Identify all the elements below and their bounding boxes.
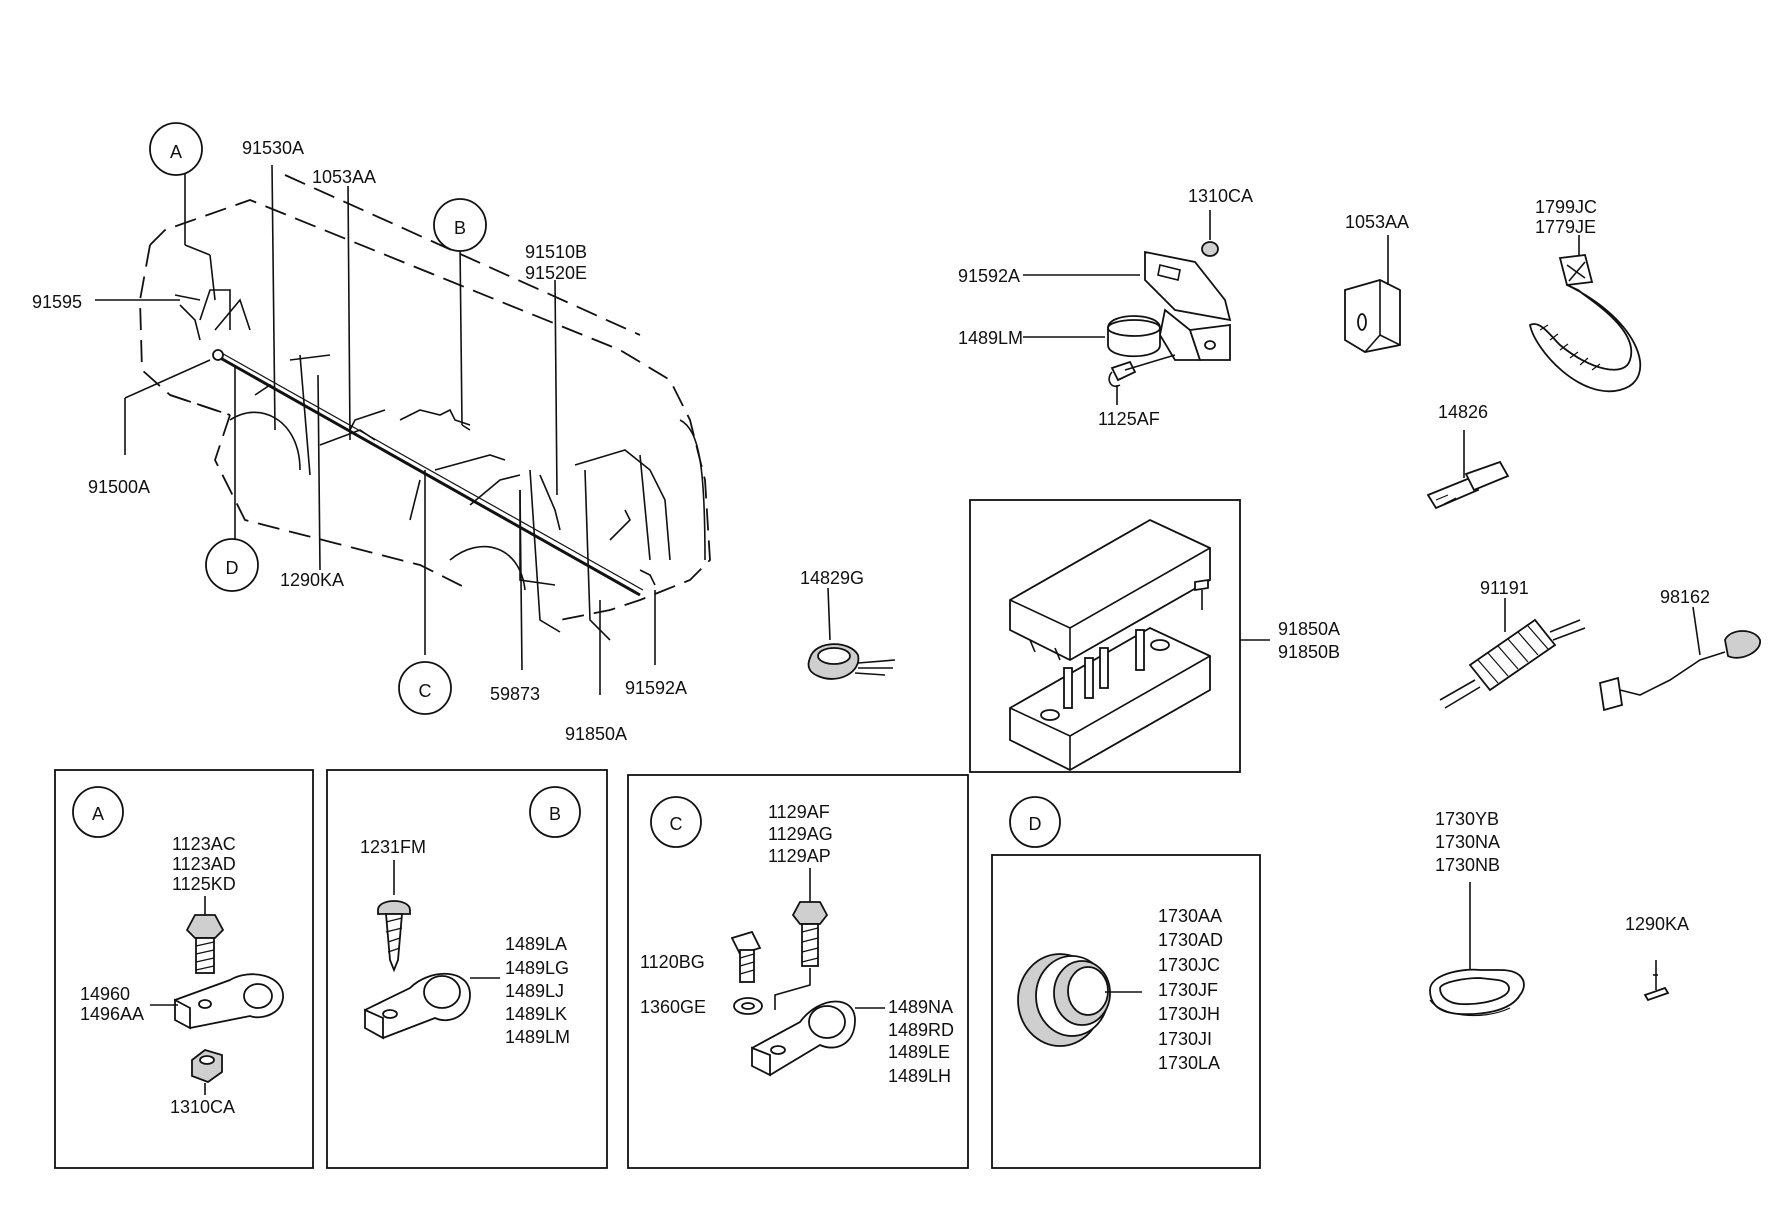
label-1129ap: 1129AP: [768, 846, 831, 866]
label-91592a-main: 91592A: [625, 678, 687, 698]
label-1730aa: 1730AA: [1158, 906, 1222, 926]
label-91595: 91595: [32, 292, 82, 312]
callout-c: [398, 661, 452, 715]
label-1730nb: 1730NB: [1435, 855, 1500, 875]
label-1290ka-part: 1290KA: [1625, 914, 1689, 934]
fuse-box: [1009, 518, 1211, 772]
label-98162: 98162: [1660, 587, 1710, 607]
cable-tie: [1528, 235, 1642, 393]
callout-a-label: A: [170, 142, 182, 162]
label-1053aa-part: 1053AA: [1345, 212, 1409, 232]
sensor-lead-98162: [1598, 606, 1761, 712]
callout-circles-main: A B D C: [149, 122, 487, 715]
inset-b: B 1231FM 1489LA 1489LG 1489LJ 1489LK 148…: [326, 769, 608, 1169]
label-91850a-fusebox: 91850A: [1278, 619, 1340, 639]
label-91191: 91191: [1480, 578, 1529, 598]
label-1730jh: 1730JH: [1158, 1004, 1220, 1024]
label-1489le: 1489LE: [888, 1042, 950, 1062]
inset-d: D 1730AA 1730AD 1730JC 1730JF 1730JH 173…: [991, 796, 1261, 1169]
label-1489na: 1489NA: [888, 997, 953, 1017]
inset-c: C 1129AF 1129AG 1129AP 1120BG 1360GE 148…: [627, 774, 969, 1169]
label-1496aa: 1496AA: [80, 1004, 144, 1024]
label-14829g: 14829G: [800, 568, 864, 588]
label-1489lg: 1489LG: [505, 958, 569, 978]
label-1730ad: 1730AD: [1158, 930, 1223, 950]
label-1360ge: 1360GE: [640, 997, 706, 1017]
connector-14829g: [807, 587, 896, 680]
label-91850b-fusebox: 91850B: [1278, 642, 1340, 662]
callout-d: [205, 538, 259, 592]
label-91530a: 91530A: [242, 138, 304, 158]
label-1489la: 1489LA: [505, 934, 567, 954]
label-1730yb: 1730YB: [1435, 809, 1499, 829]
screw-1290ka: [1643, 960, 1670, 1002]
label-1290ka: 1290KA: [280, 570, 344, 590]
label-1231fm: 1231FM: [360, 837, 426, 857]
label-91850a-main: 91850A: [565, 724, 627, 744]
small-bracket-1053aa: [1344, 235, 1401, 353]
inset-c-circle-label: C: [670, 814, 683, 834]
seal-1730yb: [1429, 882, 1525, 1017]
inset-b-circle-label: B: [549, 804, 561, 824]
inline-connector-14826: [1426, 430, 1510, 510]
label-1489lm-inset: 1489LM: [505, 1027, 570, 1047]
bracket-assembly: [1023, 210, 1232, 405]
inset-a: A 1123AC 1123AD 1125KD 14960 1496AA 1310…: [54, 769, 314, 1169]
leader-lines-main: [95, 164, 656, 695]
label-1730la: 1730LA: [1158, 1053, 1220, 1073]
label-14826: 14826: [1438, 402, 1488, 422]
label-91510b: 91510B: [525, 242, 587, 262]
label-1129af: 1129AF: [768, 802, 830, 822]
label-1053aa: 1053AA: [312, 167, 376, 187]
label-1730jc: 1730JC: [1158, 955, 1220, 975]
label-1730na: 1730NA: [1435, 832, 1500, 852]
label-1125af-bracket: 1125AF: [1098, 409, 1160, 429]
label-1489rd: 1489RD: [888, 1020, 954, 1040]
callout-b: [433, 198, 487, 252]
callout-a: [149, 122, 203, 176]
label-1120bg: 1120BG: [640, 952, 705, 972]
label-1489lh: 1489LH: [888, 1066, 951, 1086]
label-1125kd: 1125KD: [172, 874, 236, 894]
vehicle-body: [139, 174, 711, 641]
label-1310ca-bracket: 1310CA: [1188, 186, 1253, 206]
label-91520e: 91520E: [525, 263, 587, 283]
fuse-box-frame: [969, 499, 1270, 773]
label-1489lm-bracket: 1489LM: [958, 328, 1023, 348]
label-1123ac: 1123AC: [172, 834, 236, 854]
label-1779je: 1779JE: [1535, 217, 1596, 237]
label-14960: 14960: [80, 984, 130, 1004]
inset-a-circle-label: A: [92, 804, 104, 824]
inset-d-circle-label: D: [1029, 814, 1042, 834]
label-1489lk: 1489LK: [505, 1004, 567, 1024]
label-1310ca-inset: 1310CA: [170, 1097, 235, 1117]
label-91592a-bracket: 91592A: [958, 266, 1020, 286]
main-labels: 91595 91530A 1053AA 91510B 91520E 91500A…: [32, 138, 687, 744]
label-1799jc: 1799JC: [1535, 197, 1597, 217]
callout-c-label: C: [419, 681, 432, 701]
callout-d-label: D: [226, 558, 239, 578]
label-1730ji: 1730JI: [1158, 1029, 1212, 1049]
wiring-harness: [174, 289, 656, 597]
label-1123ad: 1123AD: [172, 854, 236, 874]
label-1489lj: 1489LJ: [505, 981, 564, 1001]
protector-spring-91191: [1439, 598, 1586, 709]
label-1730jf: 1730JF: [1158, 980, 1218, 1000]
label-1129ag: 1129AG: [768, 824, 833, 844]
label-59873: 59873: [490, 684, 540, 704]
label-91500a: 91500A: [88, 477, 150, 497]
callout-b-label: B: [454, 218, 466, 238]
